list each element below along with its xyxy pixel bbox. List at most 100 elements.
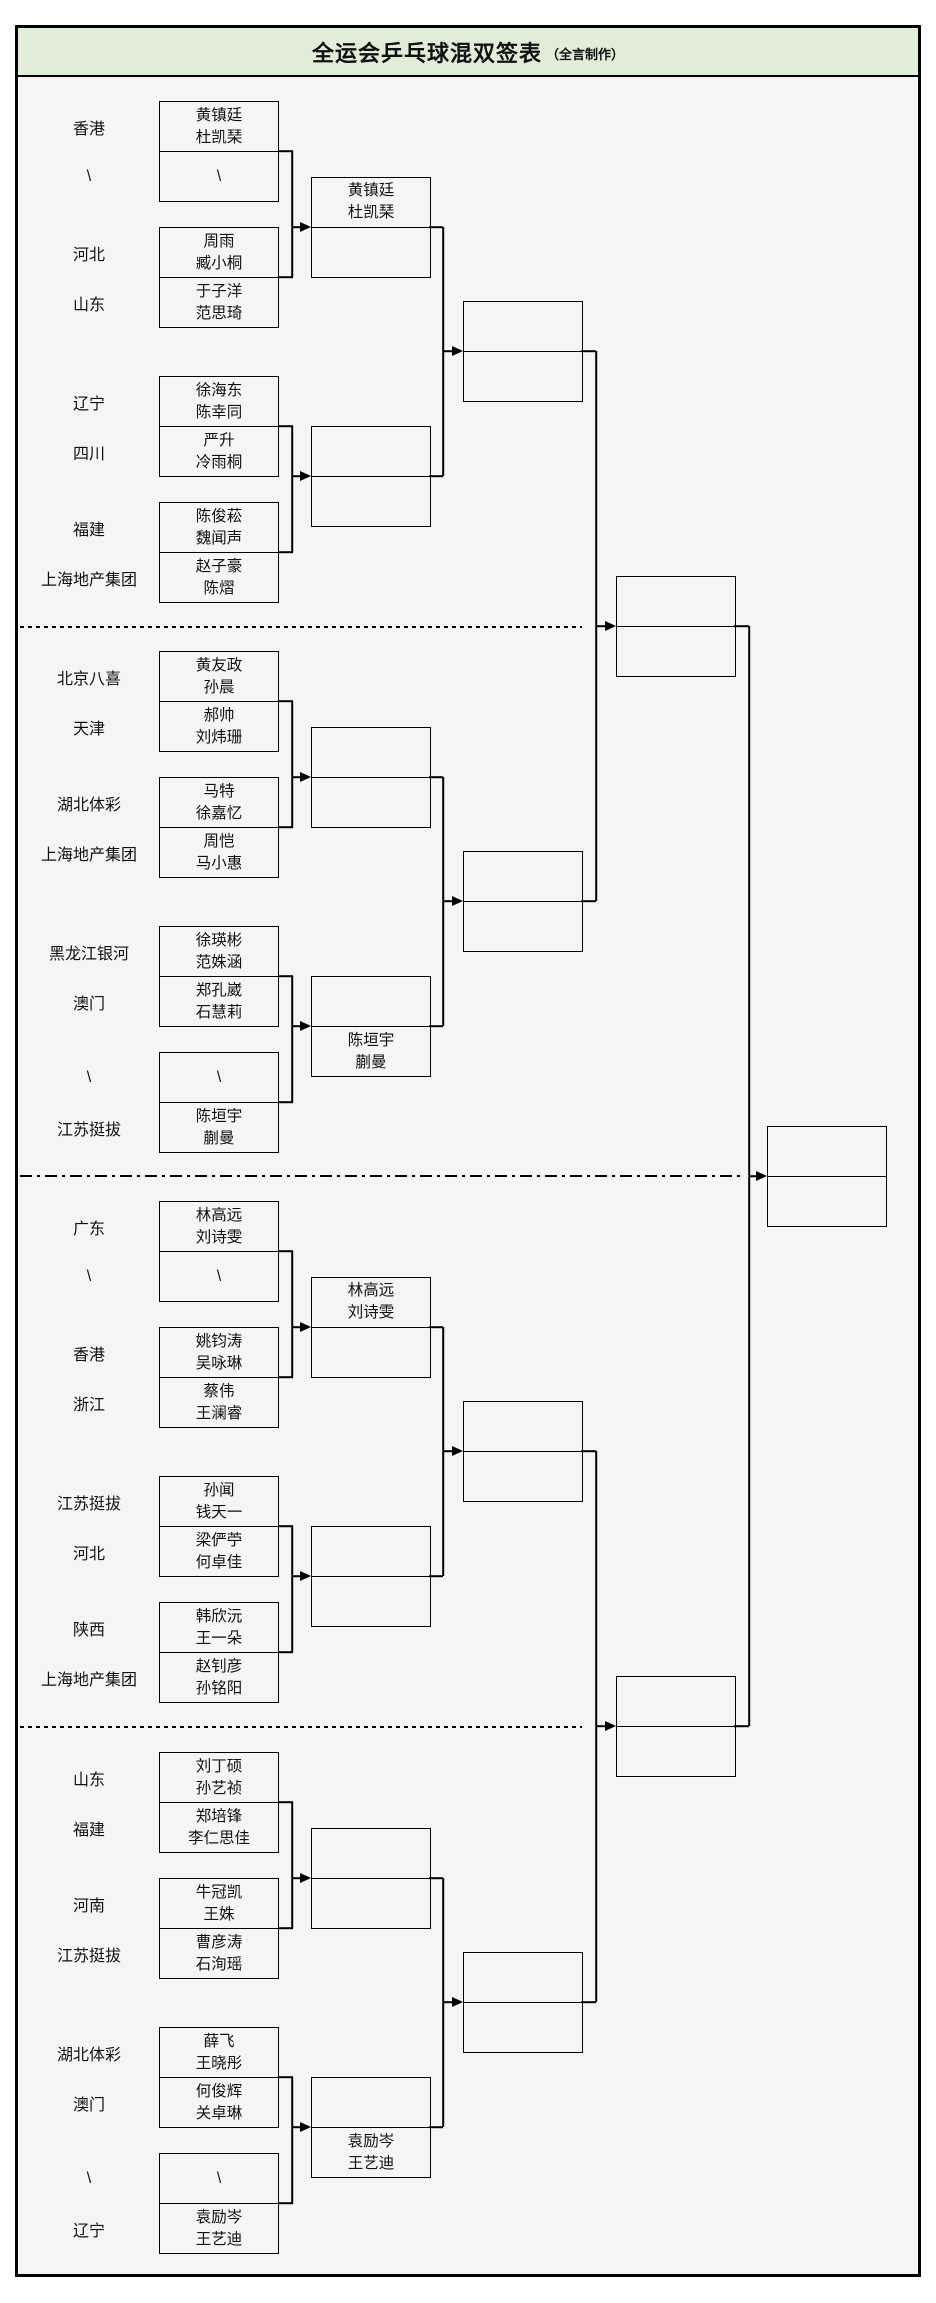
team-box: 曹彦涛石洵瑶 <box>159 1928 279 1979</box>
player-name: 杜凯琹 <box>195 128 243 146</box>
arrow-icon <box>300 1021 311 1031</box>
team-box: 陈俊菘魏闻声 <box>159 502 279 553</box>
player-name: 李仁思佳 <box>187 1829 250 1847</box>
bracket-line <box>278 551 293 553</box>
half-separator-dashdot <box>20 1175 741 1177</box>
bracket-line <box>278 975 293 977</box>
slot-divider <box>464 2001 582 2004</box>
team-box: 孙闻钱天一 <box>159 1476 279 1527</box>
arrow-icon <box>452 1997 463 2007</box>
player-name: 赵子豪 <box>195 557 243 575</box>
advancer-name: 黄镇廷 杜凯琹 <box>347 182 395 221</box>
slot-divider <box>312 1326 430 1329</box>
advancer-name: 陈垣宇 蒯曼 <box>347 1032 395 1071</box>
region-label: 澳门 <box>72 2096 105 2114</box>
slot-divider <box>312 226 430 229</box>
player-name: 蔡伟 <box>203 1382 235 1400</box>
slot-divider <box>464 1450 582 1453</box>
player-name: 关卓琳 <box>195 2104 243 2122</box>
player-name: 赵钊彦 <box>195 1657 243 1675</box>
player-name: 严升 <box>203 431 235 449</box>
player-name: 孙艺祯 <box>195 1779 243 1797</box>
connector-line <box>581 2001 596 2003</box>
bracket-line <box>278 1927 293 1929</box>
connector-line <box>734 625 749 627</box>
region-label: 北京八喜 <box>56 670 121 688</box>
connector-line <box>429 1326 443 1328</box>
slot-divider <box>312 475 430 478</box>
connector-line <box>443 1450 453 1452</box>
player-name: 刘诗雯 <box>195 1228 243 1246</box>
round2-box <box>311 1526 431 1627</box>
slot-divider <box>312 1877 430 1880</box>
region-label: 河南 <box>72 1897 105 1915</box>
region-label: 香港 <box>72 1346 105 1364</box>
player-name: 孙铭阳 <box>195 1679 243 1697</box>
player-name: 于子洋 <box>195 282 243 300</box>
region-label: 江苏挺拔 <box>56 1121 121 1139</box>
connector-line <box>443 900 453 902</box>
bracket-frame <box>15 25 921 2277</box>
bye-mark: \ <box>216 1267 222 1285</box>
player-name: 刘丁硕 <box>195 1757 243 1775</box>
player-name: 石洵瑶 <box>195 1955 243 1973</box>
region-label: 湖北体彩 <box>56 796 121 814</box>
bracket-line <box>291 1526 293 1652</box>
bracket-line <box>292 475 302 477</box>
arrow-icon <box>300 1322 311 1332</box>
player-name: 徐瑛彬 <box>195 931 243 949</box>
connector-line <box>429 776 443 778</box>
player-name: 牛冠凯 <box>195 1883 243 1901</box>
player-name: 徐海东 <box>195 381 243 399</box>
team-box: 严升冷雨桐 <box>159 426 279 477</box>
bracket-line <box>292 226 302 228</box>
bye-mark: \ <box>216 167 222 185</box>
team-box-bye: \ <box>159 1251 279 1302</box>
bracket-line <box>292 1326 302 1328</box>
region-label: 天津 <box>72 720 105 738</box>
player-name: 孙晨 <box>203 678 235 696</box>
bracket-line <box>278 1801 293 1803</box>
player-name: 郑孔崴 <box>195 981 243 999</box>
bracket-line <box>278 2202 293 2204</box>
player-name: 孙闻 <box>203 1481 235 1499</box>
advancer-name: 袁励岑 王艺迪 <box>347 2133 395 2172</box>
player-name: 王澜睿 <box>195 1404 243 1422</box>
team-box: 徐瑛彬范姝涵 <box>159 926 279 977</box>
bracket-line <box>292 1025 302 1027</box>
team-box: 黄镇廷杜凯琹 <box>159 101 279 152</box>
player-name: 马小惠 <box>195 854 243 872</box>
bye-mark: \ <box>216 1068 222 1086</box>
slot-divider <box>768 1175 886 1178</box>
region-label: 澳门 <box>72 995 105 1013</box>
bracket-line <box>291 976 293 1102</box>
arrow-icon <box>300 772 311 782</box>
team-box-bye: \ <box>159 2153 279 2204</box>
region-label: 湖北体彩 <box>56 2046 121 2064</box>
slot-divider <box>312 776 430 779</box>
connector-line <box>734 1725 749 1727</box>
team-box: 马特徐嘉忆 <box>159 777 279 828</box>
round2-box <box>311 426 431 527</box>
player-name: 黄镇廷 <box>195 106 243 124</box>
slot-divider <box>464 350 582 353</box>
player-name: 周恺 <box>203 832 235 850</box>
connector-line <box>429 1877 443 1879</box>
round2-box <box>311 1828 431 1929</box>
page-title-note: （全言制作） <box>546 47 625 62</box>
team-box: 林高远刘诗雯 <box>159 1201 279 1252</box>
bracket-line <box>292 776 302 778</box>
player-name: 陈垣宇 <box>195 1107 243 1125</box>
region-label: 辽宁 <box>72 2222 105 2240</box>
bracket-line <box>292 1575 302 1577</box>
region-label: 广东 <box>72 1220 105 1238</box>
slot-divider <box>312 1025 430 1028</box>
connector-line <box>443 2001 453 2003</box>
team-box: 蔡伟王澜睿 <box>159 1377 279 1428</box>
player-name: 何俊辉 <box>195 2082 243 2100</box>
connector-line <box>429 226 443 228</box>
round2-box <box>311 727 431 828</box>
region-label: 江苏挺拔 <box>56 1495 121 1513</box>
final-box <box>767 1126 887 1227</box>
bracket-line <box>292 1877 302 1879</box>
